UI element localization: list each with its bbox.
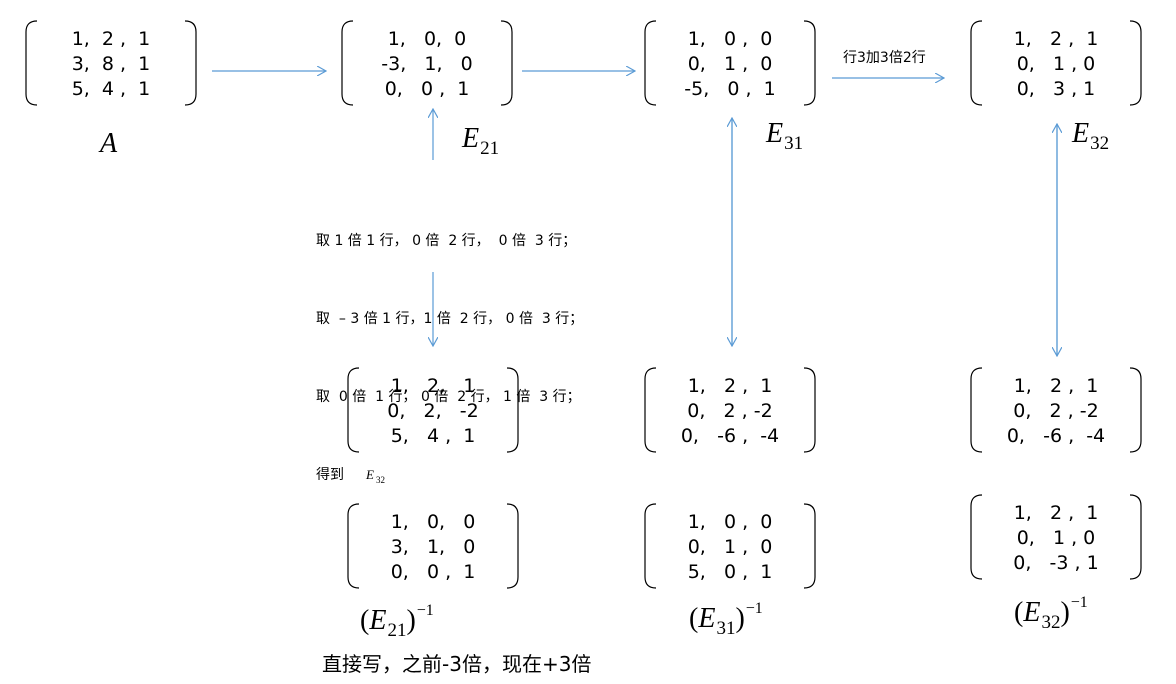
matrix-row: 5, 0 , 1 — [687, 561, 773, 583]
matrix-brackets — [970, 367, 1142, 453]
note-e-letter: E — [366, 467, 374, 482]
matrix-brackets — [25, 20, 197, 106]
matrix-brackets — [970, 20, 1142, 106]
label-e32-inverse: (E32)−1 — [1014, 594, 1088, 633]
matrix-row: 0, 1 , 0 — [687, 53, 773, 75]
row-selection-notes: 取 1 倍 1 行， 0 倍 2 行， 0 倍 3 行； 取 – 3 倍 1 行… — [316, 176, 583, 541]
close-paren: ) — [735, 603, 745, 634]
arrow-label-row-op: 行3加3倍2行 — [843, 50, 926, 66]
matrix-brackets — [644, 367, 816, 453]
matrix-row: 0, 3 , 1 — [1016, 78, 1096, 100]
matrix-row: -3, 1, 0 — [381, 53, 473, 75]
matrix-brackets — [341, 20, 513, 106]
label-superscript: −1 — [1070, 594, 1088, 611]
matrix-brackets — [644, 20, 816, 106]
matrix-row: 1, 0 , 0 — [687, 28, 773, 50]
label-subscript: 32 — [1041, 612, 1061, 633]
matrix-row: 0, 1 , 0 — [687, 536, 773, 558]
matrix-e21-inverse: 1, 0, 0 3, 1, 0 0, 0 , 1 — [347, 503, 519, 589]
note-line: 取 0 倍 1 行， 0 倍 2 行， 1 倍 3 行； — [316, 389, 581, 405]
matrix-row: 0, -6 , -4 — [1006, 425, 1106, 447]
label-subscript: 21 — [480, 138, 500, 159]
matrix-row: 0, -3 , 1 — [1013, 552, 1099, 574]
label-e21-inverse: (E21)−1 — [360, 602, 434, 641]
matrix-row: 1, 0, 0 — [387, 28, 467, 50]
note-subscript: 32 — [375, 475, 385, 485]
matrix-e31: 1, 0 , 0 0, 1 , 0 -5, 0 , 1 — [644, 20, 816, 106]
matrix-e31-times-a: 1, 2 , 1 0, 2 , -2 0, -6 , -4 — [644, 367, 816, 453]
matrix-row: -5, 0 , 1 — [684, 78, 776, 100]
label-e-letter: E — [369, 605, 387, 636]
open-paren: ( — [1014, 597, 1024, 628]
label-superscript: −1 — [745, 600, 763, 617]
matrix-row: 0, 2 , -2 — [1013, 400, 1099, 422]
matrix-row: 0, 0 , 1 — [390, 561, 476, 583]
label-subscript: 21 — [387, 620, 407, 641]
matrix-row: 0, 2 , -2 — [687, 400, 773, 422]
matrix-row: 0, 2, -2 — [387, 400, 479, 422]
open-paren: ( — [360, 605, 370, 636]
matrix-e21-times-a: 1, 2, 1 0, 2, -2 5, 4 , 1 — [347, 367, 519, 453]
label-e31: E31 — [766, 118, 804, 155]
label-a: A — [100, 129, 117, 159]
matrix-e31-inverse: 1, 0 , 0 0, 1 , 0 5, 0 , 1 — [644, 503, 816, 589]
matrix-row: 1, 2 , 1 — [1013, 28, 1099, 50]
matrix-row: 0, -6 , -4 — [680, 425, 780, 447]
label-subscript: 31 — [716, 618, 736, 639]
label-e32: E32 — [1072, 118, 1110, 155]
matrix-row: 1, 2 , 1 — [71, 28, 151, 50]
matrix-row: 1, 0 , 0 — [687, 511, 773, 533]
matrix-row: 1, 0, 0 — [390, 511, 476, 533]
matrix-row: 0, 1 , 0 — [1016, 527, 1096, 549]
note-result-prefix: 得到 — [316, 467, 344, 483]
matrix-brackets — [644, 503, 816, 589]
label-e-letter: E — [698, 603, 716, 634]
label-e-letter: E — [462, 123, 480, 154]
close-paren: ) — [406, 605, 416, 636]
note-line: 取 – 3 倍 1 行，1 倍 2 行， 0 倍 3 行； — [316, 311, 584, 327]
matrix-e21: 1, 0, 0 -3, 1, 0 0, 0 , 1 — [341, 20, 513, 106]
label-e21: E21 — [462, 123, 500, 160]
matrix-brackets — [347, 503, 519, 589]
matrix-row: 0, 1 , 0 — [1016, 53, 1096, 75]
label-a-text: A — [100, 128, 118, 159]
label-subscript: 32 — [1090, 133, 1110, 154]
matrix-row: 5, 4 , 1 — [71, 78, 151, 100]
matrix-row: 3, 1, 0 — [390, 536, 476, 558]
inverse-explanation-note: 直接写，之前-3倍，现在+3倍 — [322, 652, 592, 676]
matrix-row: 5, 4 , 1 — [390, 425, 476, 447]
matrix-brackets — [347, 367, 519, 453]
matrix-e32-inverse: 1, 2 , 1 0, 1 , 0 0, -3 , 1 — [970, 494, 1142, 580]
label-e-letter: E — [1023, 597, 1041, 628]
matrix-row: 1, 2 , 1 — [1013, 375, 1099, 397]
open-paren: ( — [689, 603, 699, 634]
matrix-brackets — [970, 494, 1142, 580]
label-e31-inverse: (E31)−1 — [689, 600, 763, 639]
label-subscript: 31 — [784, 133, 804, 154]
matrix-row: 1, 2 , 1 — [1013, 502, 1099, 524]
close-paren: ) — [1060, 597, 1070, 628]
matrix-row: 3, 8 , 1 — [71, 53, 151, 75]
label-superscript: −1 — [416, 602, 434, 619]
matrix-a: 1, 2 , 1 3, 8 , 1 5, 4 , 1 — [25, 20, 197, 106]
matrix-row: 1, 2 , 1 — [687, 375, 773, 397]
matrix-row: 0, 0 , 1 — [384, 78, 470, 100]
matrix-e32: 1, 2 , 1 0, 1 , 0 0, 3 , 1 — [970, 20, 1142, 106]
matrix-row: 1, 2, 1 — [390, 375, 476, 397]
matrix-e32-times-a: 1, 2 , 1 0, 2 , -2 0, -6 , -4 — [970, 367, 1142, 453]
label-e-letter: E — [1072, 118, 1090, 149]
note-line: 取 1 倍 1 行， 0 倍 2 行， 0 倍 3 行； — [316, 233, 577, 249]
label-e-letter: E — [766, 118, 784, 149]
